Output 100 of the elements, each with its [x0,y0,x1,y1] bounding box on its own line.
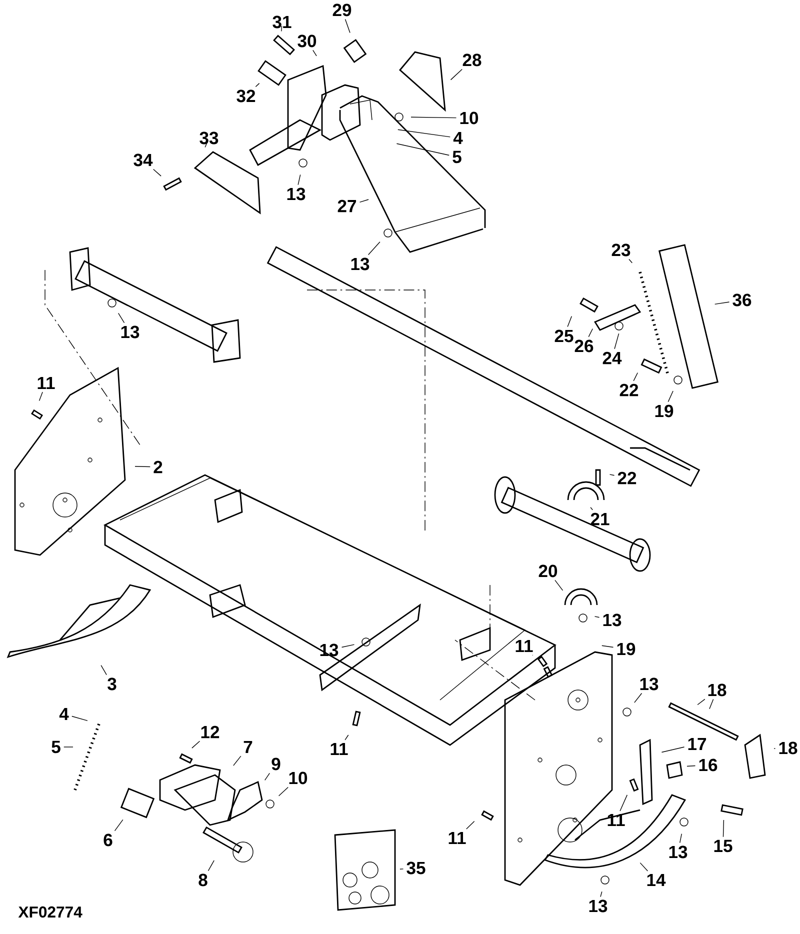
callout-number: 4 [453,132,463,144]
leader-line [281,26,282,32]
leader-line [114,819,124,832]
leader-line [614,333,620,350]
callout-number: 23 [612,244,630,256]
callout-number: 13 [669,846,688,858]
leader-line [192,740,200,748]
callout-number: 12 [201,726,220,738]
leader-line [312,50,317,56]
callout-number: 10 [460,112,478,124]
callout-number: 11 [330,742,348,756]
callout-number: 13 [320,644,338,656]
leader-line [594,616,600,618]
callout-number: 11 [448,832,466,844]
callout-number: 26 [574,340,594,352]
leader-line [588,328,593,338]
callout-number: 13 [287,188,306,200]
leader-line [153,168,162,176]
callout-number: 7 [244,740,252,754]
callout-number: 10 [289,772,308,784]
callout-number: 25 [554,330,574,342]
leader-line [64,746,74,748]
callout-number: 18 [708,684,726,696]
leader-line [72,716,88,722]
leader-line [255,82,260,88]
callout-number: 22 [618,472,636,484]
leader-line [697,698,706,706]
leader-line [396,143,450,156]
callout-number: 17 [688,738,706,750]
callout-number: 20 [538,564,558,578]
leader-line [709,698,714,710]
leader-line [620,794,628,812]
leader-line [602,645,614,648]
leader-line [100,665,107,676]
callout-number: 11 [38,376,55,390]
leader-line [264,772,270,780]
callout-number: 11 [516,640,533,652]
callout-number: 19 [617,642,636,656]
leader-line [661,746,685,753]
leader-line [722,820,724,838]
callout-number: 5 [452,150,462,164]
callout-number: 14 [647,874,666,886]
leader-line [567,316,572,328]
leader-line [466,820,475,830]
callout-number: 3 [108,678,116,690]
leader-line [341,644,355,648]
callout-number: 16 [699,758,718,772]
leader-line [634,692,642,703]
leader-line [208,860,214,872]
callout-number: 36 [732,294,752,306]
leader-line [368,242,380,256]
leader-line [400,868,404,870]
callout-number: 13 [603,614,622,626]
callout-number: 19 [655,404,674,418]
callout-number: 13 [640,678,658,690]
callout-number: 35 [406,862,426,874]
callout-number: 8 [198,874,208,886]
leader-line [686,765,696,767]
callout-number: 6 [104,834,112,846]
leader-line [344,734,349,740]
leader-line [298,174,301,186]
leader-line [398,129,450,138]
callout-number: 33 [200,132,218,144]
callout-number: 22 [620,384,638,396]
callout-number: 32 [236,90,256,102]
leader-line [640,862,648,872]
leader-line [600,891,602,898]
callout-number: 15 [714,840,732,852]
callout-number: 29 [332,4,352,16]
leader-line [344,18,350,34]
leader-line [609,474,615,476]
callout-number: 13 [351,258,370,270]
leader-line [680,833,682,844]
leader-line [38,392,43,402]
callout-number: 13 [121,326,140,338]
callout-number: 18 [779,742,798,754]
leader-line [134,466,150,468]
callout-number: 5 [52,740,60,754]
figure-code: XF02774 [18,906,82,918]
leader-line [714,302,730,305]
callout-number: 34 [134,154,153,166]
leader-line [410,116,457,118]
leader-line [668,390,674,402]
leader-line [633,372,638,382]
callout-number: 27 [338,200,356,212]
callout-number: 30 [298,34,316,48]
callout-number: 4 [59,708,69,720]
callout-number: 9 [272,758,280,770]
leader-line [278,786,288,796]
leader-line [233,756,242,766]
leader-line [359,199,369,202]
leader-line [118,312,125,324]
leader-line [628,258,632,264]
callout-number: 31 [272,16,292,28]
callout-number: 24 [602,352,622,364]
leader-line [590,507,593,510]
callout-number: 2 [154,460,162,474]
leader-line [204,140,208,148]
callout-number: 21 [590,512,610,526]
callout-number: 13 [589,900,608,912]
